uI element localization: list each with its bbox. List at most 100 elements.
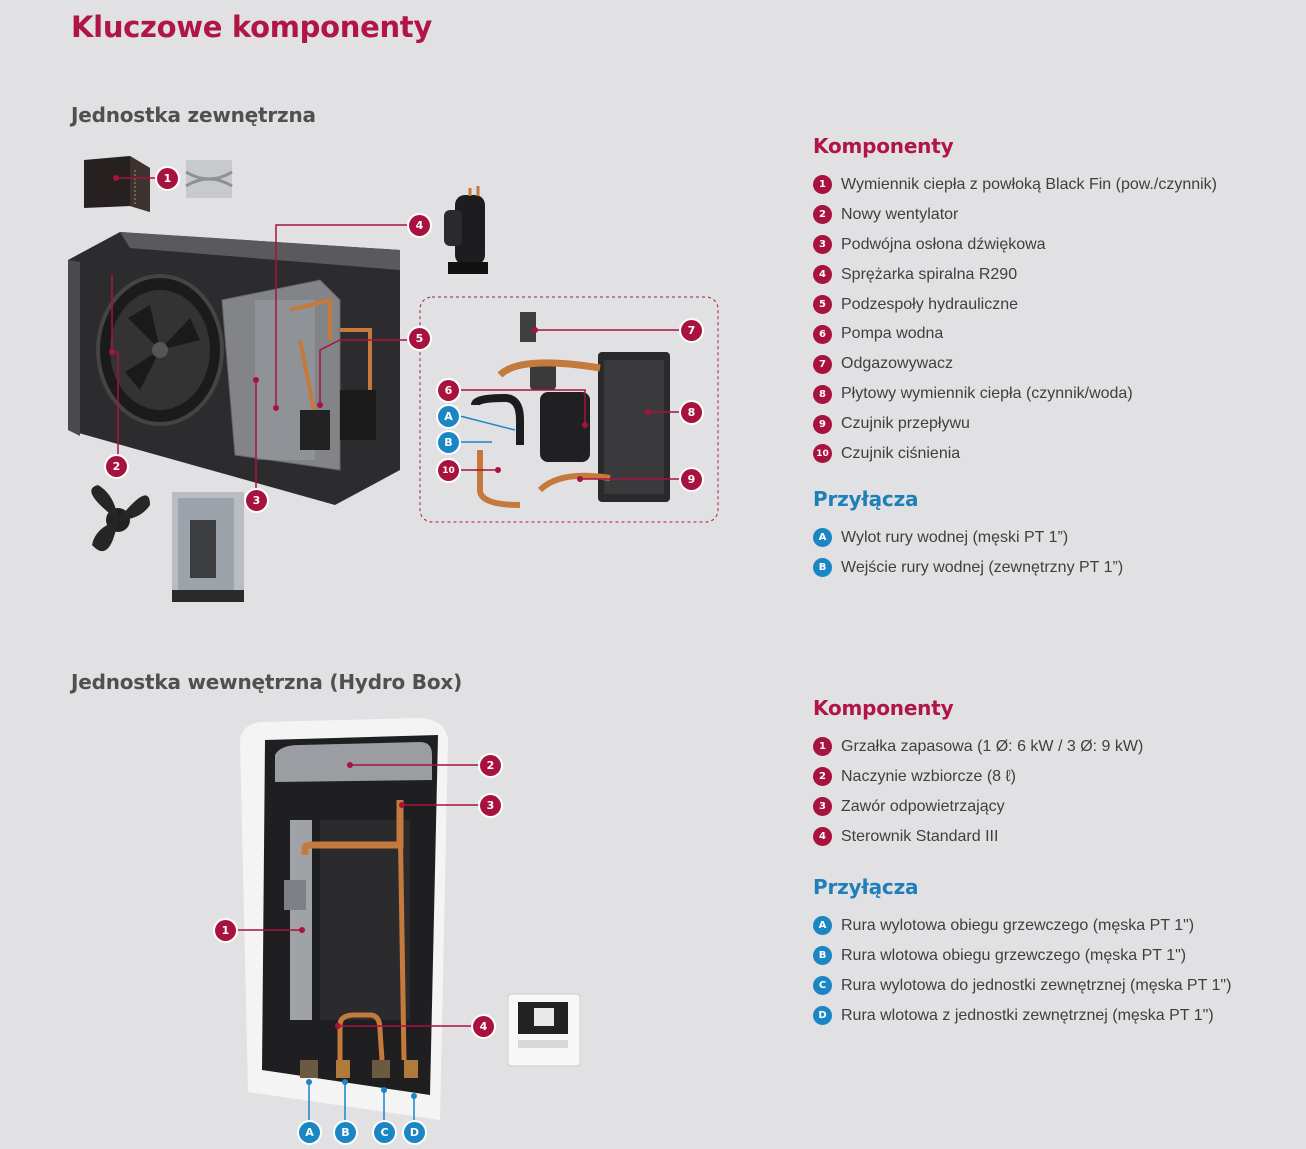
outdoor-callout-1: 1 — [157, 168, 178, 189]
number-badge: 4 — [813, 827, 832, 847]
indoor-unit-heading: Jednostka wewnętrzna (Hydro Box) — [71, 670, 463, 694]
list-item: B Wejście rury wodnej (zewnętrzny PT 1”) — [813, 553, 1123, 583]
letter-badge: A — [813, 528, 832, 548]
number-badge: 1 — [813, 737, 832, 757]
hydraulic-assembly-image — [471, 312, 670, 508]
number-badge: 6 — [813, 324, 832, 344]
controller-image — [507, 993, 581, 1067]
outdoor-unit-heading: Jednostka zewnętrzna — [71, 103, 316, 127]
number-badge: 5 — [813, 295, 832, 314]
outdoor-components-panel: Komponenty 1 Wymiennik ciepła z powłoką B… — [813, 134, 1217, 469]
outdoor-connections-title: Przyłącza — [813, 487, 919, 511]
component-label: Wymiennik ciepła z powłoką Black Fin (po… — [841, 175, 1217, 193]
indoor-callout-d: D — [404, 1122, 425, 1143]
list-item: A Rura wylotowa obiegu grzewczego (męska … — [813, 911, 1231, 941]
outdoor-callout-10: 10 — [438, 460, 459, 481]
outdoor-cabinet-image — [68, 232, 400, 505]
component-label: Czujnik przepływu — [841, 415, 970, 433]
component-label: Nowy wentylator — [841, 205, 959, 223]
number-badge: 2 — [813, 767, 832, 787]
list-item: 10 Czujnik ciśnienia — [813, 439, 1217, 469]
indoor-callout-1: 1 — [215, 920, 236, 941]
outdoor-callout-b: B — [438, 432, 459, 453]
component-label: Sprężarka spiralna R290 — [841, 265, 1018, 283]
list-item: 1 Grzałka zapasowa (1 Ø: 6 kW / 3 Ø: 9 kW… — [813, 732, 1143, 762]
heat-exchanger-panel-image — [84, 156, 150, 212]
compressor-image — [444, 186, 488, 274]
list-item: 4 Sterownik Standard III — [813, 822, 1143, 852]
letter-badge: B — [813, 558, 832, 578]
connection-label: Wejście rury wodnej (zewnętrzny PT 1”) — [841, 558, 1124, 576]
number-badge: 1 — [813, 175, 832, 195]
component-label: Podwójna osłona dźwiękowa — [841, 235, 1046, 253]
indoor-callout-3: 3 — [480, 795, 501, 816]
indoor-callout-c: C — [374, 1122, 395, 1143]
number-badge: 7 — [813, 354, 832, 374]
connection-label: Wylot rury wodnej (męski PT 1”) — [841, 528, 1069, 546]
number-badge: 10 — [813, 444, 832, 464]
component-label: Pompa wodna — [841, 325, 944, 343]
list-item: B Rura wlotowa obiegu grzewczego (męska P… — [813, 941, 1231, 971]
component-label: Odgazowywacz — [841, 355, 954, 373]
list-item: 3 Podwójna osłona dźwiękowa — [813, 230, 1217, 260]
list-item: A Wylot rury wodnej (męski PT 1”) — [813, 523, 1123, 553]
indoor-unit-illustration — [236, 718, 581, 1122]
connection-label: Rura wlotowa obiegu grzewczego (męska PT… — [841, 946, 1187, 964]
outdoor-callout-7: 7 — [681, 320, 702, 341]
connection-label: Rura wylotowa obiegu grzewczego (męska P… — [841, 916, 1195, 934]
hydro-box-cabinet-image — [240, 718, 448, 1120]
outdoor-callout-6: 6 — [438, 380, 459, 401]
hydraulic-detail-frame — [419, 296, 719, 523]
indoor-callout-b: B — [335, 1122, 356, 1143]
list-item: 3 Zawór odpowietrzający — [813, 792, 1143, 822]
list-item: 7 Odgazowywacz — [813, 349, 1217, 379]
letter-badge: B — [813, 946, 832, 966]
list-item: 6 Pompa wodna — [813, 319, 1217, 349]
number-badge: 8 — [813, 384, 832, 404]
outdoor-callout-9: 9 — [681, 469, 702, 490]
outdoor-callout-a: A — [438, 406, 459, 427]
list-item: 2 Nowy wentylator — [813, 200, 1217, 230]
list-item: 9 Czujnik przepływu — [813, 409, 1217, 439]
number-badge: 4 — [813, 265, 832, 285]
indoor-components-list: 1 Grzałka zapasowa (1 Ø: 6 kW / 3 Ø: 9 kW… — [813, 732, 1143, 852]
list-item: C Rura wylotowa do jednostki zewnętrznej … — [813, 971, 1231, 1001]
outdoor-callout-2: 2 — [106, 456, 127, 477]
number-badge: 3 — [813, 235, 832, 255]
list-item: 1 Wymiennik ciepła z powłoką Black Fin (p… — [813, 170, 1217, 200]
outdoor-connections-panel: Przyłącza A Wylot rury wodnej (męski PT 1… — [813, 487, 1123, 583]
outdoor-callout-4: 4 — [409, 215, 430, 236]
indoor-callout-4: 4 — [473, 1016, 494, 1037]
outdoor-components-list: 1 Wymiennik ciepła z powłoką Black Fin (p… — [813, 170, 1217, 469]
indoor-connections-list: A Rura wylotowa obiegu grzewczego (męska … — [813, 911, 1231, 1031]
letter-badge: A — [813, 916, 832, 936]
number-badge: 2 — [813, 205, 832, 225]
component-label: Czujnik ciśnienia — [841, 444, 961, 462]
connection-label: Rura wylotowa do jednostki zewnętrznej (… — [841, 976, 1232, 994]
list-item: 4 Sprężarka spiralna R290 — [813, 260, 1217, 290]
number-badge: 3 — [813, 797, 832, 817]
outdoor-components-title: Komponenty — [813, 134, 954, 158]
indoor-callout-2: 2 — [480, 755, 501, 776]
list-item: 8 Płytowy wymiennik ciepła (czynnik/woda) — [813, 379, 1217, 409]
component-label: Sterownik Standard III — [841, 827, 999, 845]
fan-blade-image — [91, 485, 150, 552]
component-label: Naczynie wzbiorcze (8 ℓ) — [841, 767, 1016, 785]
number-badge: 9 — [813, 414, 832, 434]
component-label: Płytowy wymiennik ciepła (czynnik/woda) — [841, 385, 1133, 403]
outdoor-callout-5: 5 — [409, 328, 430, 349]
outdoor-connections-list: A Wylot rury wodnej (męski PT 1”) B Wejści… — [813, 523, 1123, 583]
outdoor-callout-3: 3 — [246, 490, 267, 511]
connection-label: Rura wlotowa z jednostki zewnętrznej (mę… — [841, 1006, 1214, 1024]
sound-shield-image — [172, 492, 244, 602]
component-label: Zawór odpowietrzający — [841, 797, 1005, 815]
outdoor-callout-8: 8 — [681, 402, 702, 423]
component-label: Grzałka zapasowa (1 Ø: 6 kW / 3 Ø: 9 kW) — [841, 737, 1144, 755]
list-item: 2 Naczynie wzbiorcze (8 ℓ) — [813, 762, 1143, 792]
letter-badge: C — [813, 976, 832, 996]
indoor-connections-panel: Przyłącza A Rura wylotowa obiegu grzewcze… — [813, 875, 1231, 1031]
indoor-connections-title: Przyłącza — [813, 875, 919, 899]
